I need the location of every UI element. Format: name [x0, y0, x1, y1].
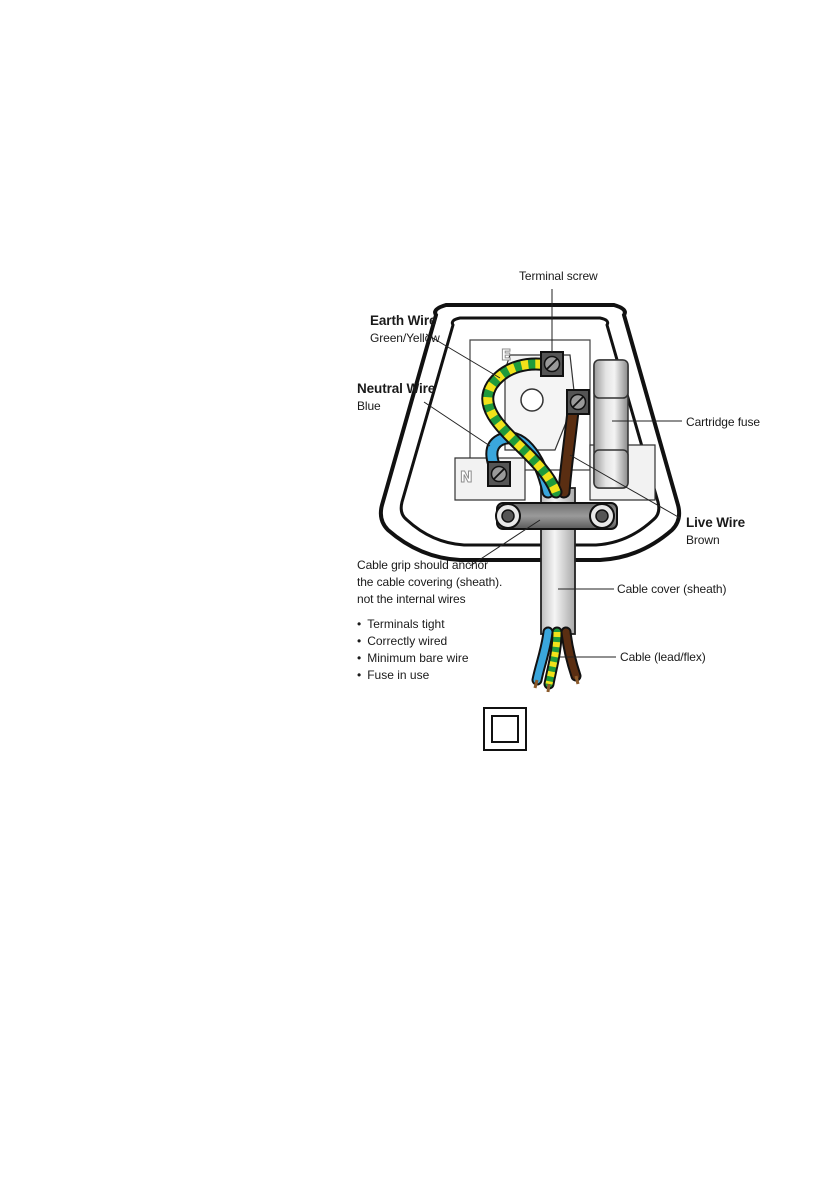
label-neutral-wire-colour: Blue [357, 399, 381, 413]
live-terminal-screw-icon [567, 390, 589, 414]
label-neutral-wire-title: Neutral Wire [357, 381, 435, 397]
label-cable-grip-line1: Cable grip should anchor [357, 558, 488, 572]
label-cable-grip-line2: the cable covering (sheath). [357, 575, 502, 589]
label-terminal-screw: Terminal screw [519, 269, 598, 283]
label-earth-wire-title: Earth Wire [370, 313, 436, 329]
label-cable-grip-line3: not the internal wires [357, 592, 466, 606]
label-live-wire-colour: Brown [686, 533, 720, 547]
double-insulation-symbol-icon [484, 708, 526, 750]
checklist-item: Terminals tight [357, 616, 469, 633]
checklist-item: Fuse in use [357, 667, 469, 684]
label-cartridge-fuse: Cartridge fuse [686, 415, 760, 429]
label-live-wire-title: Live Wire [686, 515, 745, 531]
checklist-item: Minimum bare wire [357, 650, 469, 667]
pin-hole [521, 389, 543, 411]
label-cable: Cable (lead/flex) [620, 650, 706, 664]
safety-checklist: Terminals tight Correctly wired Minimum … [357, 616, 469, 684]
label-cable-cover: Cable cover (sheath) [617, 582, 726, 596]
cable-wire-ends [535, 632, 578, 692]
neutral-terminal-letter: N [460, 468, 473, 486]
checklist-item: Correctly wired [357, 633, 469, 650]
earth-terminal-screw-icon [541, 352, 563, 376]
label-earth-wire-colour: Green/Yellow [370, 331, 440, 345]
neutral-terminal-screw-icon [488, 462, 510, 486]
earth-terminal-letter: E [501, 346, 511, 364]
cable-grip-icon [496, 503, 617, 529]
